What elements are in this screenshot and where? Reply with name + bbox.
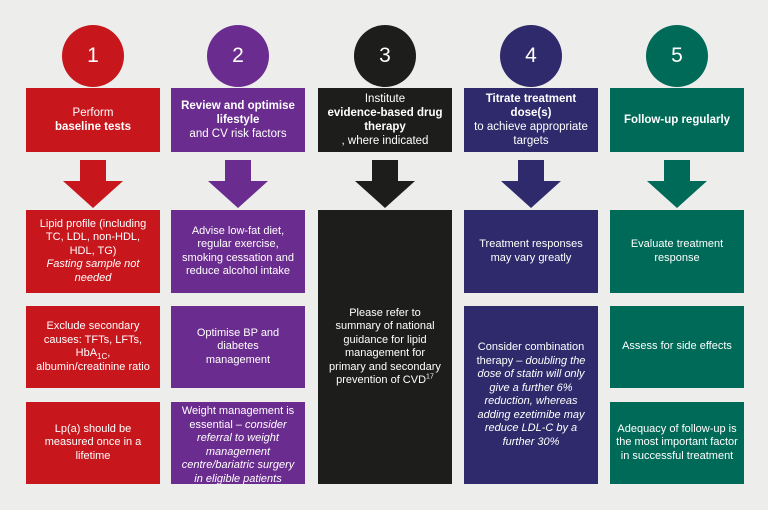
step-2-header-plain: and CV risk factors [189, 128, 287, 140]
step-2-box-bp-diabetes: Optimise BP and diabetes management [171, 306, 305, 388]
step-5-header: Follow-up regularly [610, 88, 744, 152]
step-1-header-bold: baseline tests [54, 121, 132, 133]
step-2-header: Review and optimise lifestyle and CV ris… [171, 88, 305, 152]
step-5-box-follow-up-adequacy: Adequacy of follow-up is the most import… [610, 402, 744, 484]
step-2-box-3-italic: consider referral to weight management c… [181, 418, 295, 485]
step-5-box-1-text: Evaluate treatment response [630, 238, 724, 264]
step-4-down-arrow-icon [501, 160, 561, 208]
step-5-header-bold: Follow-up regularly [623, 114, 731, 126]
step-5-down-arrow-icon [647, 160, 707, 208]
step-2-header-bold: Review and optimise lifestyle [181, 100, 295, 126]
step-5-box-evaluate-response: Evaluate treatment response [610, 210, 744, 293]
step-4-column: 4 Titrate treatment dose(s) to achieve a… [464, 0, 598, 510]
step-2-box-3-text: Weight management is essential – [181, 405, 295, 431]
step-3-header-plain-after: , where indicated [341, 135, 429, 147]
step-3-box-1-superscript: 17 [426, 373, 434, 381]
step-2-column: 2 Review and optimise lifestyle and CV r… [171, 0, 305, 510]
step-1-down-arrow-icon [63, 160, 123, 208]
step-5-column: 5 Follow-up regularly Evaluate treatment… [610, 0, 744, 510]
step-5-number: 5 [646, 25, 708, 87]
step-3-header-plain-before: Institute [364, 93, 406, 105]
step-2-box-1-text: Advise low-fat diet, regular exercise, s… [182, 224, 294, 278]
step-1-box-2-text-after: , albumin/creatinine ratio [36, 347, 150, 373]
step-3-header-bold: evidence-based drug therapy [327, 107, 443, 133]
step-4-box-treatment-response: Treatment responses may vary greatly [464, 210, 598, 293]
step-2-box-2-text: Optimise BP and diabetes management [196, 326, 280, 366]
step-3-number: 3 [354, 25, 416, 87]
step-3-down-arrow-icon [355, 160, 415, 208]
step-4-box-2-text: Consider combination therapy – [476, 341, 585, 367]
step-1-box-secondary-causes: Exclude secondary causes: TFTs, LFTs, Hb… [26, 306, 160, 388]
step-1-header: Perform baseline tests [26, 88, 160, 152]
step-1-box-2-text: Exclude secondary causes: TFTs, LFTs, Hb… [43, 320, 143, 359]
step-2-down-arrow-icon [208, 160, 268, 208]
step-3-header: Institute evidence-based drug therapy , w… [318, 88, 452, 152]
step-2-number: 2 [207, 25, 269, 87]
step-2-box-lifestyle-advice: Advise low-fat diet, regular exercise, s… [171, 210, 305, 293]
step-5-box-3-text: Adequacy of follow-up is the most import… [616, 422, 738, 462]
step-4-box-combination-therapy: Consider combination therapy – doubling … [464, 306, 598, 484]
step-4-header: Titrate treatment dose(s) to achieve app… [464, 88, 598, 152]
step-1-box-3-text: Lp(a) should be measured once in a lifet… [44, 422, 142, 462]
step-4-number: 4 [500, 25, 562, 87]
step-4-box-1-text: Treatment responses may vary greatly [479, 238, 583, 264]
step-4-header-plain: to achieve appropriate targets [474, 121, 588, 147]
step-2-box-weight-management: Weight management is essential – conside… [171, 402, 305, 485]
step-1-box-2-subscript: 1C [97, 352, 108, 362]
step-4-header-bold: Titrate treatment dose(s) [485, 93, 577, 119]
step-1-box-1-text: Lipid profile (including TC, LDL, non-HD… [39, 217, 147, 257]
step-3-box-national-guidance: Please refer to summary of national guid… [318, 210, 452, 484]
step-1-number: 1 [62, 25, 124, 87]
step-4-box-2-italic: doubling the dose of statin will only gi… [477, 354, 586, 448]
step-1-header-plain: Perform [72, 107, 114, 119]
step-3-column: 3 Institute evidence-based drug therapy,… [318, 0, 452, 510]
step-3-box-1-text: Please refer to summary of national guid… [329, 306, 441, 387]
step-1-box-lipid-profile: Lipid profile (including TC, LDL, non-HD… [26, 210, 160, 293]
step-1-column: 1 Perform baseline tests Lipid profile (… [26, 0, 160, 510]
step-1-box-lpa: Lp(a) should be measured once in a lifet… [26, 402, 160, 484]
step-1-box-1-italic: Fasting sample not needed [46, 258, 140, 284]
step-5-box-2-text: Assess for side effects [622, 340, 732, 353]
step-5-box-side-effects: Assess for side effects [610, 306, 744, 388]
